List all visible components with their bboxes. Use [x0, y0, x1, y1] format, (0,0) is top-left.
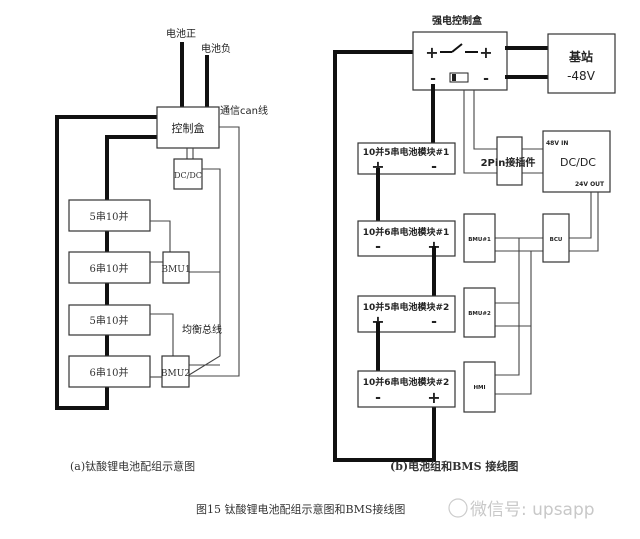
battery-negative-label: 电池负 — [201, 42, 231, 55]
fuse-icon — [449, 72, 469, 83]
bus-line-a — [495, 238, 520, 376]
battery-block-1 — [68, 199, 151, 232]
inner-power-wire — [105, 135, 159, 202]
main-return-wire — [333, 50, 436, 462]
watermark-text: 微信号: upsapp — [470, 500, 595, 520]
control-box — [156, 106, 220, 149]
module-2-terminal-left: - — [375, 239, 381, 255]
battery-positive-label: 电池正 — [166, 27, 196, 40]
minus-right: - — [483, 71, 489, 87]
bmu2-module-label: BMU#2 — [468, 311, 491, 317]
bmu1-label: BMU1 — [161, 265, 190, 275]
battery-module-4 — [357, 370, 456, 408]
battery-block-2-label: 6串10并 — [89, 262, 128, 275]
wechat-icon — [448, 498, 468, 518]
dcdc-box — [173, 158, 203, 190]
left-caption: (a)钛酸锂电池配组示意图 — [70, 459, 195, 473]
bmu2-box — [161, 355, 190, 388]
battery-block-2 — [68, 251, 151, 284]
figure-caption: 图15 钛酸锂电池配组示意图和BMS接线图 — [196, 502, 405, 516]
right-diagram: 强电控制盒 + + - - 基站 -48V 2Pin接插件 48V IN — [333, 14, 616, 473]
bmu1-box — [162, 251, 190, 284]
switch-plus-right: + — [479, 43, 492, 62]
battery-block-3 — [68, 304, 151, 336]
battery-module-3 — [357, 295, 456, 333]
connector-box — [496, 136, 523, 186]
base-station-box — [547, 33, 616, 94]
battery-block-1-label: 5串10并 — [89, 210, 128, 223]
bmu2-module-box — [463, 287, 496, 338]
control-box-label: 控制盒 — [172, 121, 205, 135]
module-3-terminal-right: - — [431, 314, 437, 330]
battery-module-3-label: 10并5串电池模块#2 — [363, 301, 450, 313]
fuse-indicator — [452, 74, 456, 81]
battery-module-2-label: 10并6串电池模块#1 — [363, 226, 450, 238]
base-station-voltage: -48V — [567, 69, 596, 83]
battery-module-4-label: 10并6串电池模块#2 — [363, 376, 450, 388]
bcu-label: BCU — [550, 237, 563, 243]
bmu1-module-label: BMU#1 — [468, 237, 491, 243]
bcu-box — [542, 213, 570, 263]
module-1-terminal-left: + — [371, 157, 384, 176]
right-caption: (b)电池组和BMS 接线图 — [390, 459, 518, 473]
battery-module-2 — [357, 220, 456, 257]
battery-module-1-label: 10并5串电池模块#1 — [363, 146, 450, 158]
module-4-terminal-left: - — [375, 390, 381, 406]
bmu2-label: BMU2 — [161, 369, 190, 379]
left-diagram: 电池正 电池负 控制盒 通信can线 DC/DC 5串10并 6串10并 5串1… — [55, 27, 268, 473]
battery-block-4-label: 6串10并 — [89, 366, 128, 379]
watermark: 微信号: upsapp — [448, 498, 595, 520]
module-4-terminal-right: + — [427, 388, 440, 407]
bus-line-b — [495, 251, 532, 395]
can-bus-wire — [189, 126, 240, 377]
battery-block-3-label: 5串10并 — [89, 314, 128, 327]
module-3-terminal-left: + — [371, 312, 384, 331]
box-to-connector-wire-b — [473, 90, 497, 150]
dcdc-to-bcu-wire-b — [569, 192, 599, 252]
dcdc-to-bcu-wire-a — [569, 192, 592, 239]
block1-bmu1-wire — [150, 220, 171, 252]
module-1-terminal-right: - — [431, 159, 437, 175]
connector-label: 2Pin接插件 — [481, 156, 536, 169]
dcdc-converter-box — [542, 130, 611, 193]
can-line-label: 通信can线 — [220, 104, 268, 117]
dcdc-label: DC/DC — [174, 171, 202, 180]
dcdc-input-label: 48V IN — [546, 140, 568, 147]
block3-bmu2-wire — [150, 313, 174, 356]
minus-left: - — [430, 71, 436, 87]
bmu1-module-box — [463, 213, 496, 263]
balance-bus-label: 均衡总线 — [182, 323, 222, 336]
dcdc-converter-label: DC/DC — [560, 156, 596, 169]
hmi-box — [463, 361, 496, 413]
base-station-title: 基站 — [568, 49, 593, 64]
dcdc-output-label: 24V OUT — [575, 181, 605, 188]
outer-power-wire — [55, 115, 159, 410]
box-to-connector-wire-a — [463, 90, 497, 174]
hv-control-box-label: 强电控制盒 — [432, 14, 483, 27]
hmi-label: HMI — [473, 385, 485, 391]
battery-block-4 — [68, 355, 151, 388]
balance-bus-wire — [188, 168, 221, 376]
switch-contact-icon — [451, 43, 463, 53]
battery-module-1 — [357, 142, 456, 175]
switch-plus-left: + — [425, 43, 438, 62]
